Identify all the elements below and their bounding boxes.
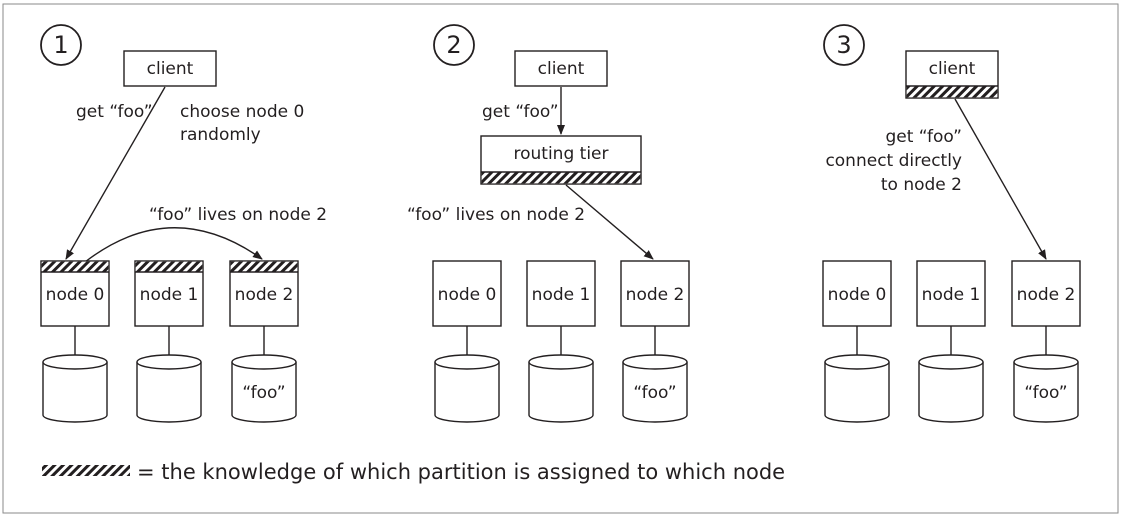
node-label-1-2: node 2 (235, 285, 294, 305)
disk-1-0 (42, 354, 108, 423)
disk-2-0 (434, 354, 500, 423)
request-label-3-line2: connect directly (825, 151, 962, 171)
node-box-3-0 (822, 260, 892, 327)
forward-label-1: “foo” lives on node 2 (149, 205, 327, 225)
step-circle-3 (823, 24, 865, 66)
disk-2-2 (622, 354, 688, 423)
node-box-2-0 (432, 260, 502, 327)
legend-text: = the knowledge of which partition is as… (137, 460, 785, 484)
hatch-bar-client-3 (906, 86, 998, 98)
panel-1: 1 client get “foo” choose node 0 randoml… (40, 24, 327, 423)
disk-3-2 (1013, 354, 1079, 423)
request-arrow-1 (65, 86, 166, 260)
disk-3-0 (824, 354, 890, 423)
client-label-2: client (538, 59, 585, 79)
legend: = the knowledge of which partition is as… (42, 460, 785, 484)
step-number-3: 3 (836, 31, 851, 59)
panel-3: 3 client get “foo” connect directly to n… (822, 24, 1081, 423)
choose-label-line1: choose node 0 (180, 102, 304, 122)
choose-label-line2: randomly (180, 125, 261, 145)
node-label-2-1: node 1 (532, 285, 591, 305)
routing-tier-label: routing tier (514, 144, 609, 164)
hatch-bar-routing-tier (481, 172, 641, 184)
hatch-bar-node-1-1 (135, 261, 203, 272)
forward-label-2: “foo” lives on node 2 (407, 205, 585, 225)
client-label-1: client (147, 59, 194, 79)
disk-1-1 (136, 354, 202, 423)
forward-arrow-1 (84, 227, 263, 263)
step-circle-1 (40, 24, 82, 66)
disk-label-2: “foo” (633, 383, 676, 403)
disk-3-1 (918, 354, 984, 423)
disk-label-1: “foo” (242, 383, 285, 403)
node-label-2-0: node 0 (438, 285, 497, 305)
node-label-2-2: node 2 (626, 285, 685, 305)
hatch-bar-node-1-0 (41, 261, 109, 272)
node-label-1-0: node 0 (46, 285, 105, 305)
request-label-1: get “foo” (76, 102, 153, 122)
request-label-3-line3: to node 2 (881, 175, 962, 195)
disk-label-3: “foo” (1024, 383, 1067, 403)
legend-hatch-swatch (42, 465, 130, 476)
node-label-3-0: node 0 (828, 285, 887, 305)
client-box-1 (123, 50, 217, 87)
request-label-2: get “foo” (482, 102, 559, 122)
disk-1-2 (231, 354, 297, 423)
disk-2-1 (528, 354, 594, 423)
direct-arrow-3 (954, 98, 1047, 260)
node-label-3-1: node 1 (922, 285, 981, 305)
request-label-3-line1: get “foo” (885, 127, 962, 147)
panel-2: 2 client get “foo” routing tier “foo” li… (407, 24, 690, 423)
node-label-1-1: node 1 (140, 285, 199, 305)
client-box-2 (514, 50, 608, 87)
client-label-3: client (929, 59, 976, 79)
step-number-2: 2 (446, 31, 461, 59)
step-circle-2 (433, 24, 475, 66)
diagram-frame (2, 3, 1119, 514)
hatch-bar-node-1-2 (230, 261, 298, 272)
node-label-3-2: node 2 (1017, 285, 1076, 305)
forward-arrow-2 (565, 184, 654, 260)
node-box-2-2 (620, 260, 690, 327)
step-number-1: 1 (53, 31, 68, 59)
